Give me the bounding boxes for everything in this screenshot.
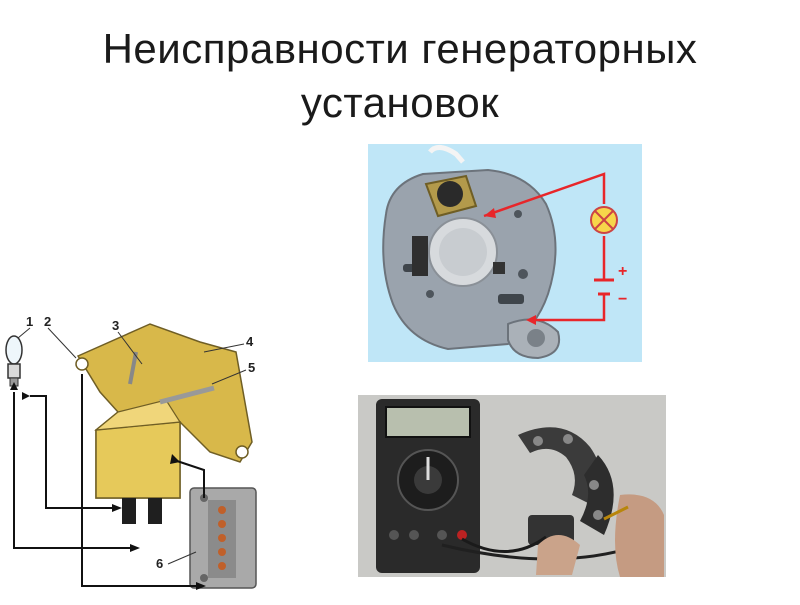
multimeter-illustration [358,395,666,577]
callout-2: 2 [44,314,51,329]
slide-title-line-2: установок [300,79,500,126]
alternator-test-photo: + − [368,144,642,362]
callout-3: 3 [112,318,119,333]
probe-lead-black [461,535,547,553]
connector-block [189,487,257,589]
alternator-illustration: + − [368,144,642,362]
regulator-diagram-illustration: 1 2 3 4 5 6 [5,314,257,590]
multimeter-test-photo [358,395,666,577]
callout-1: 1 [26,314,33,329]
multimeter-icon [376,399,480,573]
slide-title-line-1: Неисправности генераторных [102,25,698,72]
callout-4: 4 [246,334,254,349]
plus-sign: + [618,263,627,280]
minus-sign: − [618,291,627,308]
callout-5: 5 [248,360,255,375]
hand-right [615,494,664,577]
wire-positive [483,172,606,218]
wiring-arrows [13,374,205,587]
slide-title: Неисправности генераторных установок [0,22,800,130]
hand-left [536,535,580,575]
terminal-block [412,236,428,276]
wire-negative [530,294,606,322]
voltage-regulator-body [75,323,253,524]
regulator-wiring-diagram: 1 2 3 4 5 6 [0,312,300,600]
battery-icon [594,278,614,296]
test-lamp-icon [590,206,618,234]
callout-leaders [17,327,247,565]
lamp-icon [5,335,23,387]
callout-6: 6 [156,556,163,571]
brush-rod [159,385,215,405]
